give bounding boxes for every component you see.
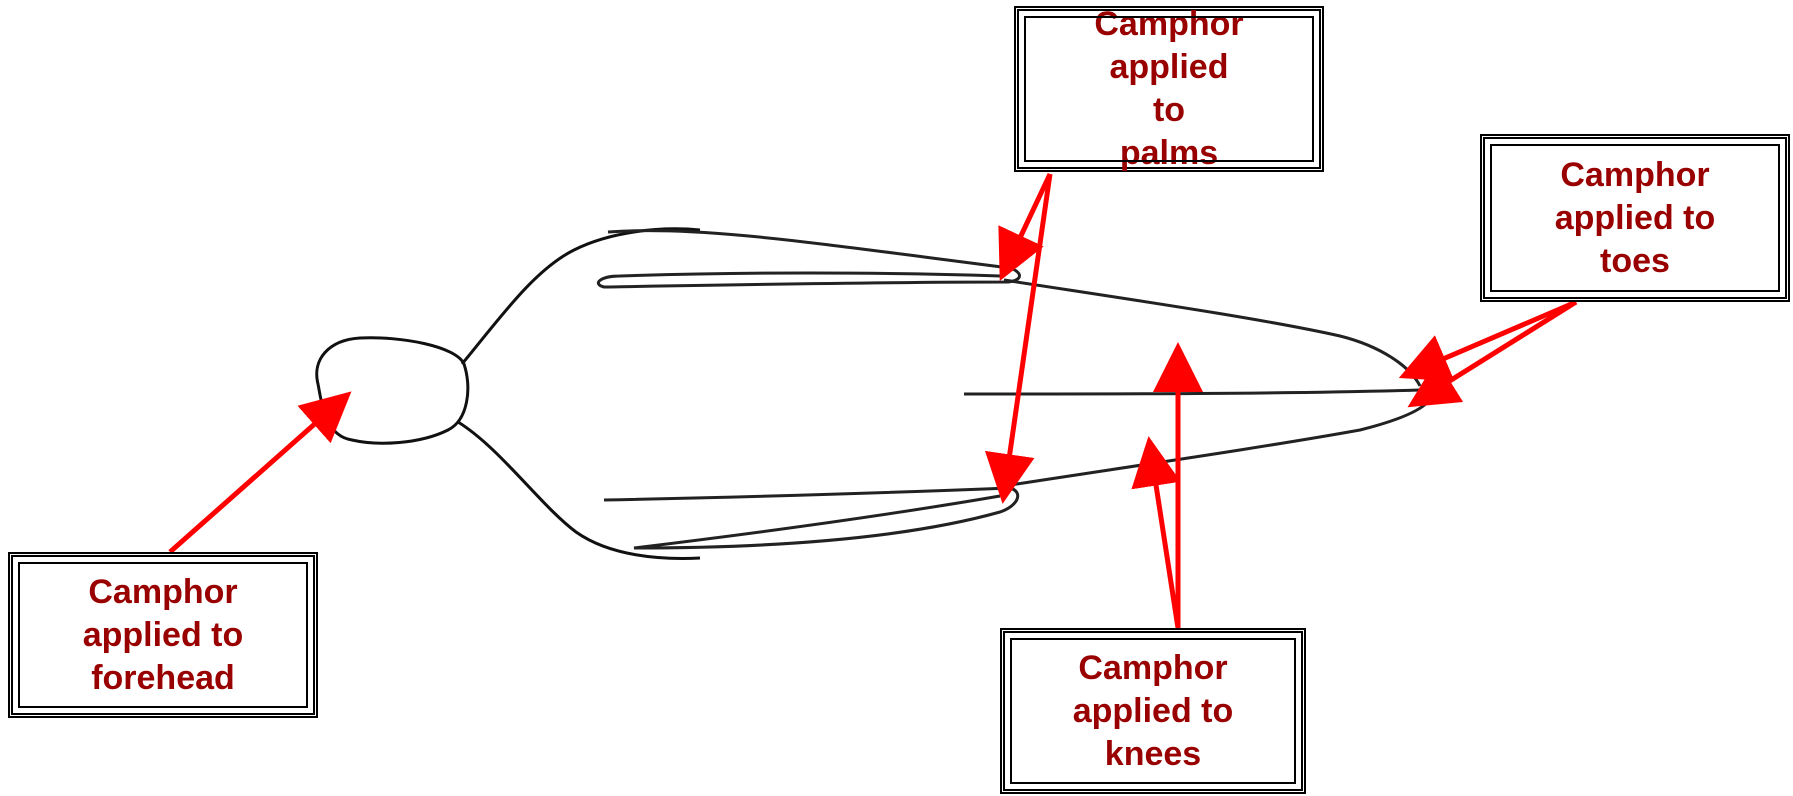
middle-leg-line <box>964 390 1420 394</box>
toes-label-box: Camphor applied to toes <box>1480 134 1790 302</box>
forehead-label-box: Camphor applied to forehead <box>8 552 318 718</box>
arrow-toes-upper <box>1408 302 1576 374</box>
palms-label: Camphor applied to palms <box>1094 3 1243 175</box>
upper-shoulder-line <box>462 229 700 364</box>
arrow-forehead <box>170 398 344 552</box>
lower-arm-outline <box>604 488 1018 548</box>
lower-shoulder-line <box>458 422 700 558</box>
toes-label: Camphor applied to toes <box>1555 154 1716 283</box>
lower-leg-outline <box>1004 402 1428 486</box>
palms-label-box: Camphor applied to palms <box>1014 6 1324 172</box>
knees-label-box: Camphor applied to knees <box>1000 628 1306 794</box>
head-outline <box>317 338 468 443</box>
upper-arm-outline <box>598 231 1019 287</box>
knees-label: Camphor applied to knees <box>1073 647 1234 776</box>
upper-leg-outline <box>1004 280 1420 386</box>
forehead-label: Camphor applied to forehead <box>83 571 244 700</box>
arrow-knees-lower <box>1150 446 1178 628</box>
arrow-toes-lower <box>1416 302 1576 402</box>
